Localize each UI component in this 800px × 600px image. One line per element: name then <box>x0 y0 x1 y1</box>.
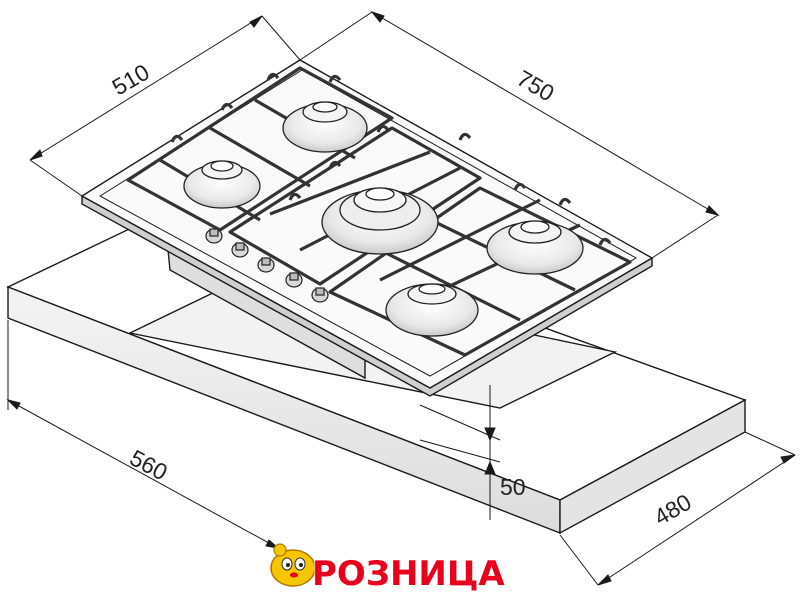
burners <box>183 101 584 337</box>
logo-text: РОЗНИЦА <box>312 554 505 594</box>
knob-4 <box>285 272 303 288</box>
dimension-label-560: 560 <box>126 444 172 485</box>
knob-3 <box>257 257 275 273</box>
knob-5 <box>311 287 329 303</box>
burner-rear-left <box>183 160 261 209</box>
burner-right <box>486 220 584 275</box>
dimension-lines <box>6 10 796 586</box>
grate-left <box>126 66 394 232</box>
dimension-label-750: 750 <box>513 65 559 107</box>
dimension-label-50: 50 <box>500 474 526 500</box>
knob-1 <box>205 228 223 244</box>
brand-logo: РОЗНИЦА <box>270 543 506 595</box>
burner-wok-center <box>321 187 439 255</box>
dimension-label-510: 510 <box>108 59 154 101</box>
burner-front <box>385 283 479 337</box>
hamster-mascot-icon <box>270 543 316 587</box>
dimension-label-480: 480 <box>650 489 696 531</box>
burner-rear-center <box>282 101 368 153</box>
control-knobs <box>205 228 329 303</box>
knob-2 <box>231 242 249 258</box>
